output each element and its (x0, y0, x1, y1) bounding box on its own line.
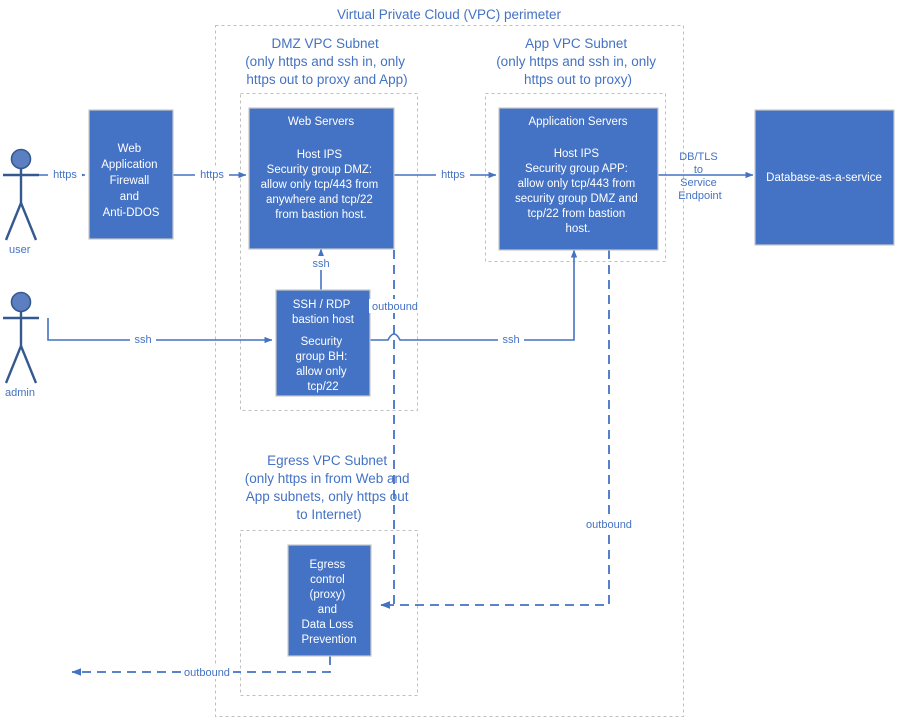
dmz-subnet-title: DMZ VPC Subnet (only https and ssh in, o… (245, 36, 409, 87)
bastion-line-1: Security (301, 336, 343, 348)
web-servers-line-4: anywhere and tcp/22 (266, 194, 373, 206)
node-app-servers[interactable]: Application Servers Host IPS Security gr… (498, 107, 659, 251)
web-servers-line-5: from bastion host. (275, 209, 366, 221)
svg-text:DMZ VPC Subnet (only htt: DMZ VPC Subnet (only https and ssh in, o… (245, 36, 409, 87)
egress-title-line-3: App subnets, only https out (246, 489, 409, 504)
bastion-line-4: tcp/22 (307, 381, 338, 393)
actor-admin-label: admin (5, 387, 35, 399)
app-title-line-1: App VPC Subnet (525, 36, 627, 51)
dmz-title-line-2: (only https and ssh in, only (245, 54, 405, 69)
waf-line-5: Anti-DDOS (103, 207, 160, 219)
node-web-servers[interactable]: Web Servers Host IPS Security group DMZ:… (248, 107, 395, 250)
bastion-line-2: group BH: (296, 351, 348, 363)
edge-label-web-outbound: outbound (372, 301, 418, 313)
app-db-label-4: Endpoint (678, 190, 721, 202)
edge-bastion-app (370, 249, 578, 341)
edge-admin-bastion (47, 318, 273, 344)
app-db-label-2: to (694, 164, 703, 176)
waf-line-2: Application (101, 159, 157, 171)
egress-line-4: and (318, 604, 337, 616)
edge-label-user-waf: https (53, 169, 77, 181)
app-db-label-1: DB/TLS (679, 151, 718, 163)
egress-title-line-2: (only https in from Web and (245, 471, 410, 486)
app-servers-line-4: security group DMZ and (515, 193, 638, 205)
app-subnet-box (485, 93, 666, 262)
app-servers-line-5: tcp/22 from bastion (527, 208, 625, 220)
waf-line-1: Web (118, 143, 141, 155)
edge-label-waf-web: https (200, 169, 224, 181)
egress-title-line-1: Egress VPC Subnet (267, 453, 387, 468)
web-servers-line-3: allow only tcp/443 from (261, 179, 379, 191)
svg-text:DB/TLS to Service: DB/TLS to Service Endpoint (678, 151, 721, 202)
svg-text:App VPC Subnet (only htt: App VPC Subnet (only https and ssh in, o… (496, 36, 660, 87)
vpc-perimeter-box (215, 25, 684, 717)
edge-label-app-db: DB/TLS to Service Endpoint (678, 151, 721, 202)
actor-user: user (3, 148, 39, 256)
egress-line-3: (proxy) (310, 589, 346, 601)
edge-label-admin-bastion: ssh (134, 334, 151, 346)
dmz-title-line-3: https out to proxy and App) (246, 72, 407, 87)
bastion-line-3: allow only (296, 366, 347, 378)
egress-line-2: control (310, 574, 345, 586)
web-servers-line-2: Security group DMZ: (267, 164, 372, 176)
node-database[interactable]: Database-as-a-service (754, 109, 895, 246)
dmz-title-line-1: DMZ VPC Subnet (271, 36, 379, 51)
app-subnet-title: App VPC Subnet (only https and ssh in, o… (496, 36, 660, 87)
egress-line-1: Egress (310, 559, 346, 571)
svg-text:Egress control (pr: Egress control (proxy) and Data Loss Pre… (302, 559, 357, 646)
node-egress-proxy[interactable]: Egress control (proxy) and Data Loss Pre… (287, 544, 372, 657)
svg-text:Host IPS Security group: Host IPS Security group APP: allow only … (515, 148, 641, 235)
app-title-line-3: https out to proxy) (524, 72, 632, 87)
app-db-label-3: Service (680, 177, 717, 189)
edge-label-app-outbound: outbound (586, 519, 632, 531)
egress-subnet-box (240, 530, 418, 696)
bastion-title-2: bastion host (292, 314, 355, 326)
edge-label-web-app: https (441, 169, 465, 181)
app-servers-line-3: allow only tcp/443 from (518, 178, 636, 190)
node-waf[interactable]: Web Application Firewall and Anti-DDOS (88, 109, 174, 240)
app-servers-title: Application Servers (528, 116, 627, 128)
app-servers-line-6: host. (566, 223, 591, 235)
dmz-subnet-box (240, 93, 418, 411)
node-bastion-host[interactable]: SSH / RDP bastion host Security group BH… (275, 289, 371, 397)
app-servers-line-2: Security group APP: (525, 163, 628, 175)
edge-proxy-internet (71, 656, 331, 676)
svg-text:Host IPS Security group: Host IPS Security group DMZ: allow only … (261, 149, 382, 221)
svg-text:Egress VPC Subnet (only: Egress VPC Subnet (only https in from We… (245, 453, 414, 522)
vpc-perimeter-title: Virtual Private Cloud (VPC) perimeter (337, 7, 562, 22)
edge-label-bastion-app: ssh (502, 334, 519, 346)
edge-label-bastion-web: ssh (312, 258, 329, 270)
egress-subnet-title: Egress VPC Subnet (only https in from We… (245, 453, 414, 522)
waf-line-3: Firewall (110, 175, 150, 187)
waf-line-4: and (120, 191, 139, 203)
egress-line-5: Data Loss (302, 619, 354, 631)
app-title-line-2: (only https and ssh in, only (496, 54, 656, 69)
egress-title-line-4: to Internet) (296, 507, 361, 522)
actor-admin: admin (3, 291, 39, 399)
app-servers-line-1: Host IPS (554, 148, 600, 160)
svg-text:Web Application Fi: Web Application Firewall and Anti-DDOS (101, 143, 160, 219)
web-servers-title: Web Servers (288, 116, 355, 128)
actor-user-label: user (9, 244, 31, 256)
egress-line-6: Prevention (302, 634, 357, 646)
web-servers-line-1: Host IPS (297, 149, 343, 161)
database-label: Database-as-a-service (766, 172, 882, 184)
svg-text:SSH / RDP bastion host: SSH / RDP bastion host (292, 299, 355, 326)
svg-text:Security group BH:: Security group BH: allow only tcp/22 (296, 336, 351, 393)
bastion-title-1: SSH / RDP (293, 299, 351, 311)
edge-label-proxy-internet: outbound (184, 667, 230, 679)
